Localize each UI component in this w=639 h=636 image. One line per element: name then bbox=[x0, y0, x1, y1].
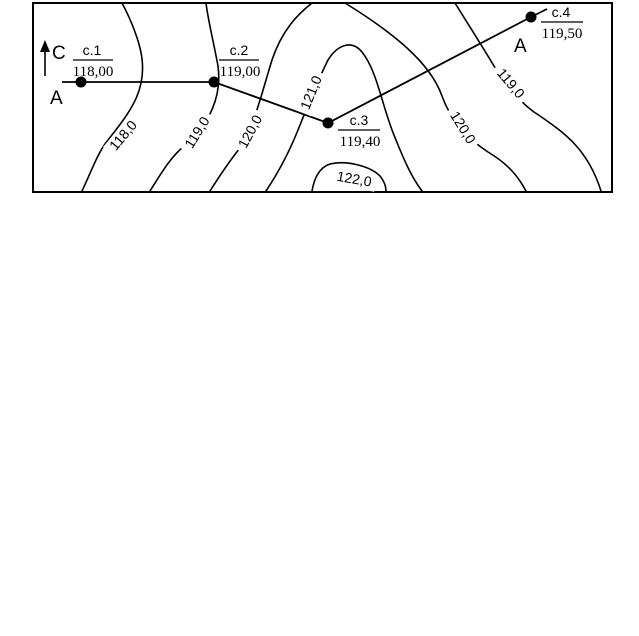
contour-120-west bbox=[209, 2, 313, 192]
svg-text:120,0: 120,0 bbox=[447, 108, 479, 146]
north-arrow-icon bbox=[40, 40, 50, 76]
station-2-label: с.2 119,00 bbox=[219, 42, 260, 80]
contour-label-120-west: 120,0 bbox=[232, 108, 269, 156]
contour-label-119-east: 119,0 bbox=[489, 61, 532, 106]
station-4-label: с.4 119,50 bbox=[541, 4, 583, 42]
station-1-point bbox=[75, 76, 87, 88]
svg-text:119,40: 119,40 bbox=[340, 134, 381, 150]
svg-text:122,0: 122,0 bbox=[336, 168, 373, 190]
map-frame bbox=[32, 2, 613, 193]
svg-text:с.2: с.2 bbox=[230, 42, 249, 58]
contour-118 bbox=[81, 2, 144, 192]
svg-text:с.3: с.3 bbox=[350, 112, 369, 128]
contour-label-121: 121,0 bbox=[295, 69, 328, 117]
section-letter-start: A bbox=[50, 88, 63, 109]
contour-label-119-west: 119,0 bbox=[178, 109, 217, 156]
section-letter-end: A bbox=[514, 36, 527, 57]
svg-text:с.4: с.4 bbox=[552, 4, 571, 20]
station-2-point bbox=[208, 76, 220, 88]
north-letter: С bbox=[52, 43, 66, 64]
station-3-point bbox=[322, 117, 334, 129]
contour-121 bbox=[265, 44, 423, 192]
contour-122 bbox=[311, 161, 387, 192]
station-3-label: с.3 119,40 bbox=[338, 112, 380, 150]
svg-text:120,0: 120,0 bbox=[235, 112, 266, 151]
contour-label-120-east: 120,0 bbox=[443, 104, 482, 151]
svg-text:118,00: 118,00 bbox=[73, 64, 114, 80]
svg-text:119,00: 119,00 bbox=[220, 64, 261, 80]
station-4-point bbox=[525, 11, 537, 23]
contour-120-east bbox=[344, 2, 527, 192]
svg-text:с.1: с.1 bbox=[83, 42, 102, 58]
contour-label-122: 122,0 bbox=[330, 167, 378, 192]
svg-text:119,50: 119,50 bbox=[542, 26, 583, 42]
contour-119-west bbox=[149, 2, 220, 192]
station-1-label: с.1 118,00 bbox=[73, 42, 114, 80]
